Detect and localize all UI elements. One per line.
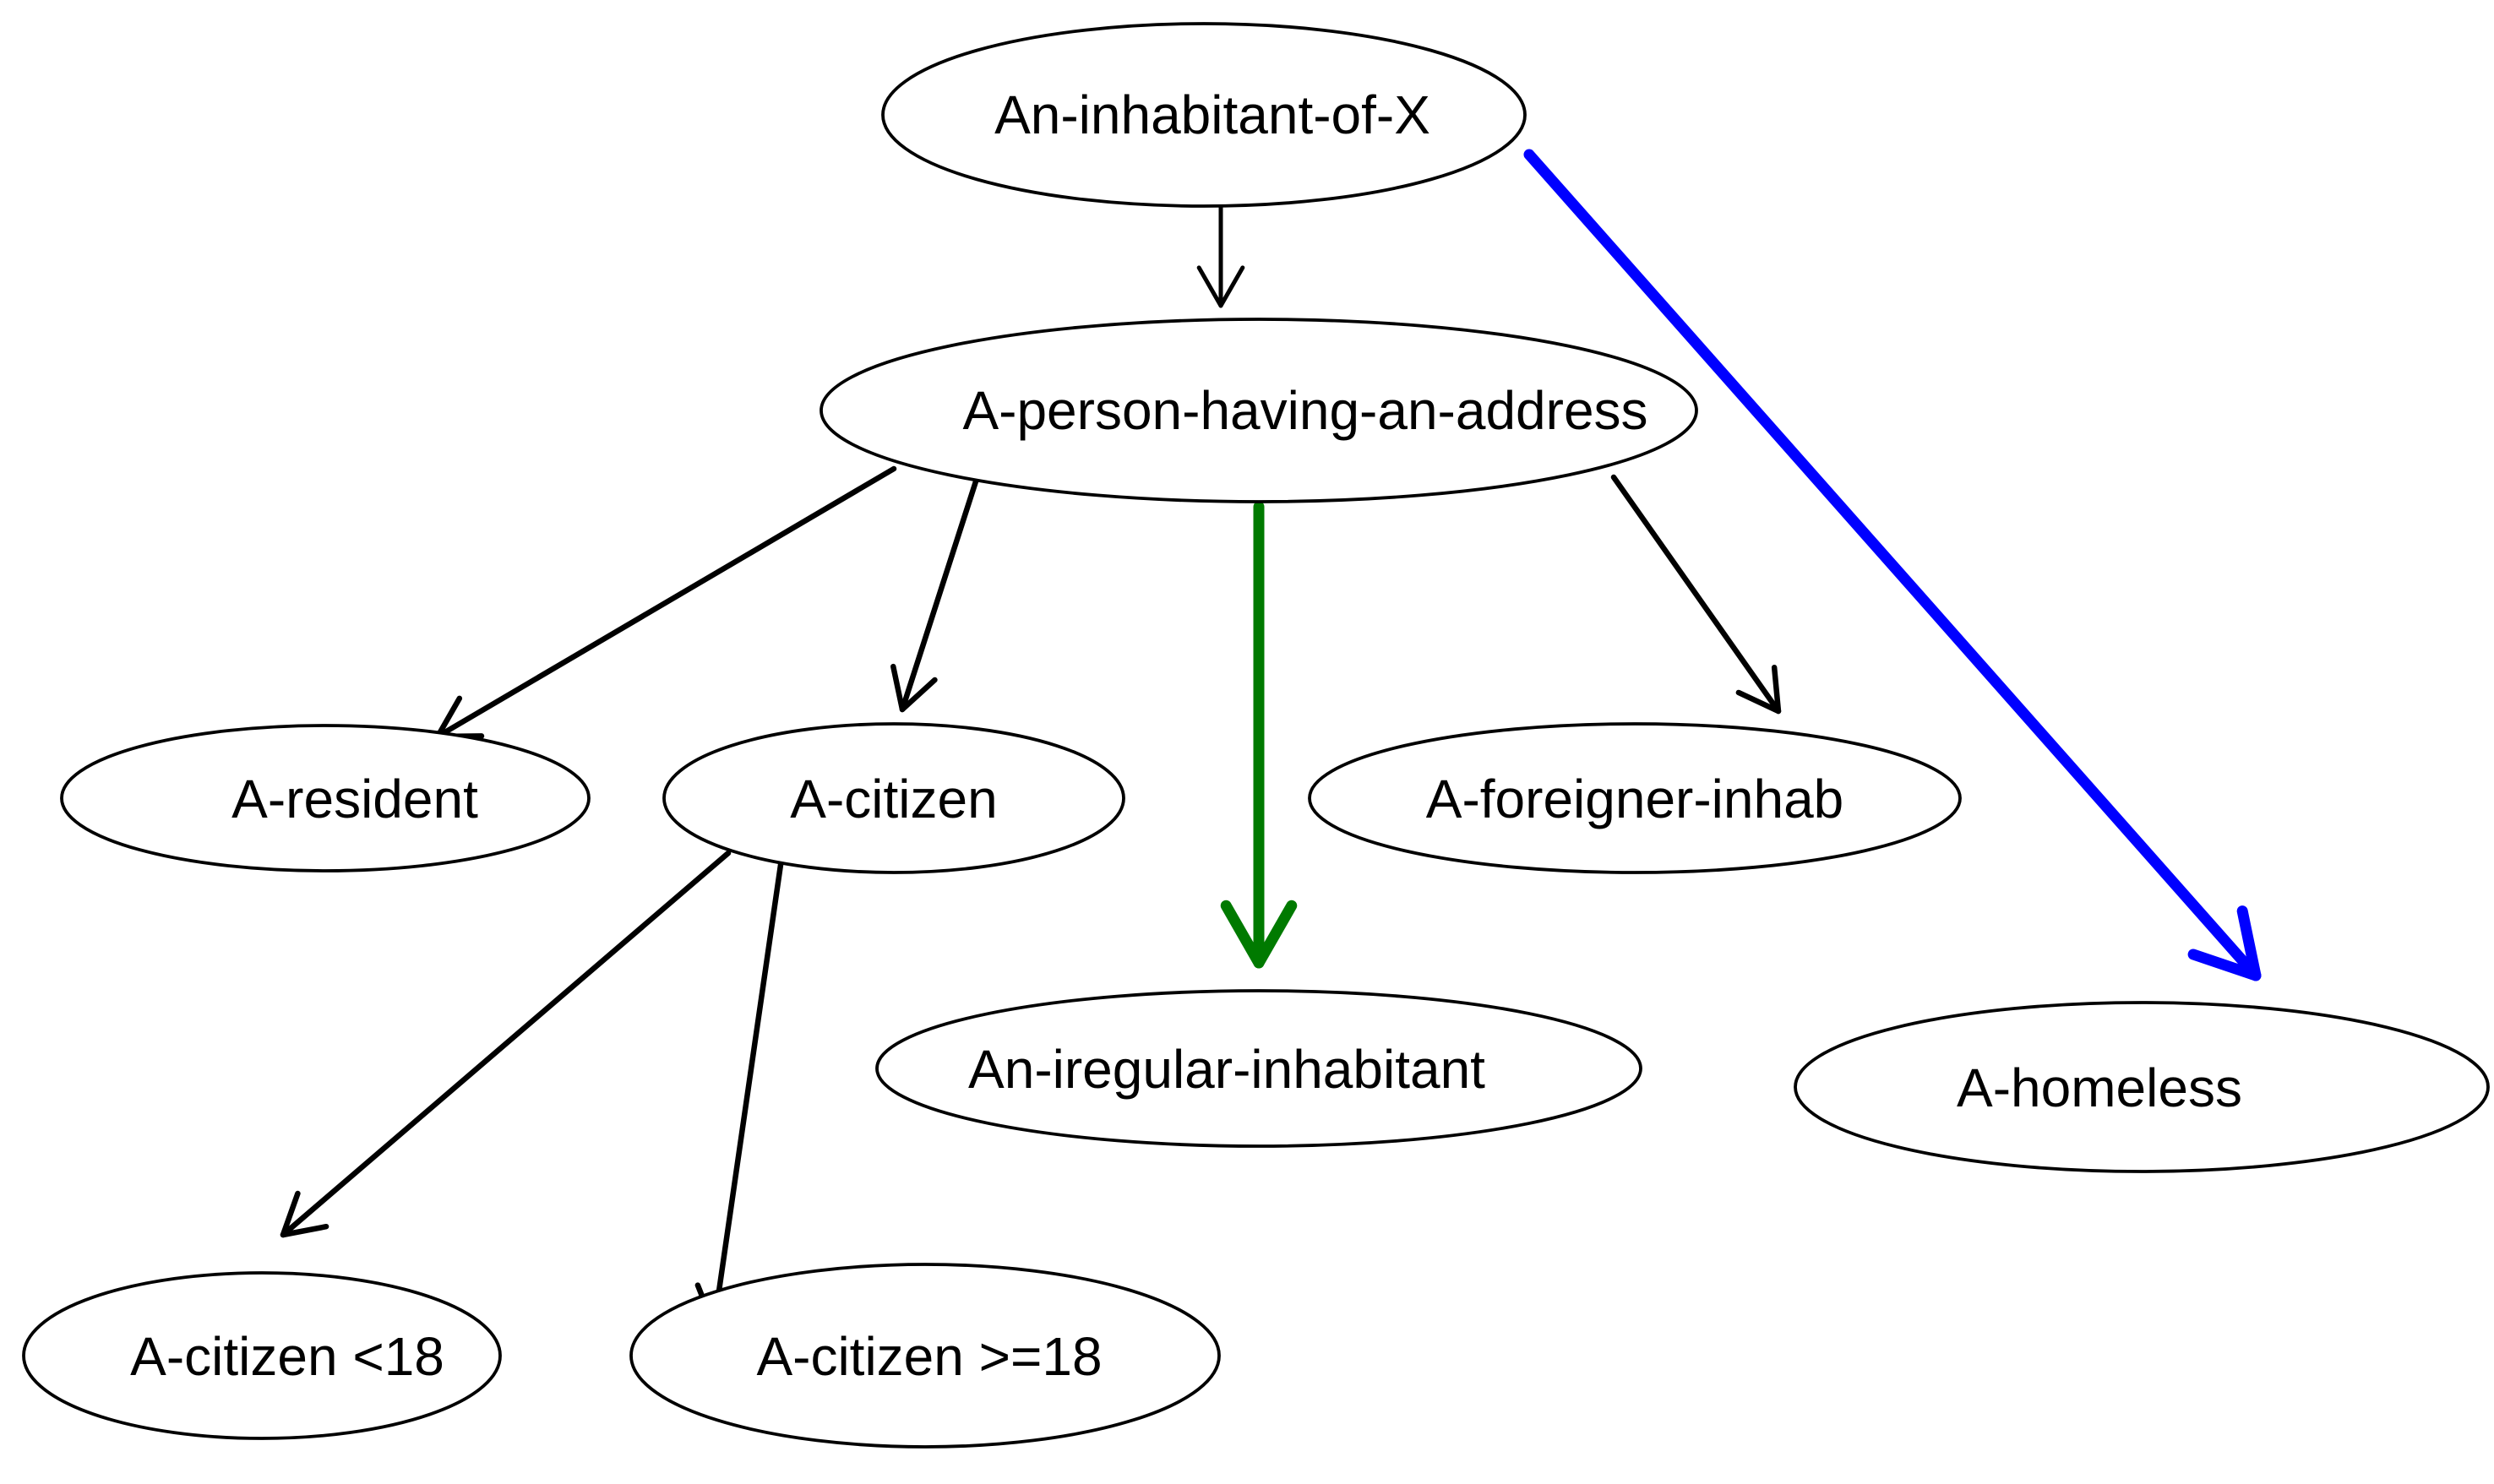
- node-address: A-person-having-an-address: [820, 318, 1698, 503]
- edge-address-to-citizen-line: [899, 478, 979, 713]
- edge-citizen-to-adult-line: [711, 856, 785, 1329]
- edge-inhabitant-to-homeless-arrowhead: [2187, 905, 2262, 981]
- edge-address-to-foreigner-line: [1610, 474, 1782, 715]
- edge-address-to-citizen-arrowhead: [890, 663, 938, 713]
- node-citizen-minor-label: A-citizen <18: [130, 1326, 444, 1387]
- node-homeless-label: A-homeless: [1957, 1057, 2242, 1118]
- edge-address-to-irregular-arrowhead: [1220, 900, 1298, 969]
- node-citizen-label: A-citizen: [790, 769, 997, 829]
- node-inhabitant-label: An-inhabitant-of-X: [994, 84, 1430, 145]
- node-citizen-minor-ellipse: [22, 1271, 502, 1440]
- node-irregular-label: An-iregular-inhabitant: [968, 1039, 1485, 1100]
- node-irregular: An-iregular-inhabitant: [875, 989, 1642, 1148]
- edge-citizen-to-minor: [280, 850, 732, 1238]
- node-citizen-adult: A-citizen >=18: [629, 1263, 1221, 1449]
- node-address-ellipse: [820, 318, 1698, 503]
- edge-address-to-citizen: [890, 478, 979, 713]
- node-citizen-adult-label: A-citizen >=18: [756, 1326, 1102, 1387]
- node-foreigner: A-foreigner-inhab: [1308, 722, 1962, 874]
- edge-address-to-foreigner: [1610, 474, 1782, 715]
- node-homeless-ellipse: [1794, 1001, 2490, 1173]
- edge-inhabitant-to-address: [1196, 202, 1245, 308]
- node-inhabitant: An-inhabitant-of-X: [881, 22, 1527, 208]
- node-citizen-adult-ellipse: [629, 1263, 1221, 1449]
- edge-address-to-resident-line: [434, 465, 897, 740]
- edge-citizen-to-adult: [694, 856, 785, 1329]
- node-address-label: A-person-having-an-address: [962, 380, 1647, 441]
- edge-address-to-irregular: [1220, 501, 1298, 969]
- node-homeless: A-homeless: [1794, 1001, 2490, 1173]
- edge-inhabitant-to-homeless-line: [1523, 149, 2262, 981]
- node-foreigner-ellipse: [1308, 722, 1962, 874]
- node-irregular-ellipse: [875, 989, 1642, 1148]
- edge-address-to-resident: [434, 465, 897, 740]
- node-citizen-minor: A-citizen <18: [22, 1271, 502, 1440]
- node-resident-label: A-resident: [231, 769, 478, 829]
- node-resident: A-resident: [60, 724, 591, 872]
- edge-inhabitant-to-homeless: [1523, 149, 2262, 981]
- node-inhabitant-ellipse: [881, 22, 1527, 208]
- node-citizen: A-citizen: [662, 722, 1125, 874]
- nodes-layer: An-inhabitant-of-X A-person-having-an-ad…: [22, 22, 2490, 1449]
- node-citizen-ellipse: [662, 722, 1125, 874]
- edge-address-to-foreigner-arrowhead: [1735, 664, 1782, 715]
- node-resident-ellipse: [60, 724, 591, 872]
- edge-inhabitant-to-address-arrowhead: [1196, 265, 1245, 308]
- node-foreigner-label: A-foreigner-inhab: [1426, 769, 1844, 829]
- edge-citizen-to-minor-arrowhead: [280, 1190, 329, 1238]
- edge-citizen-to-minor-line: [280, 850, 732, 1238]
